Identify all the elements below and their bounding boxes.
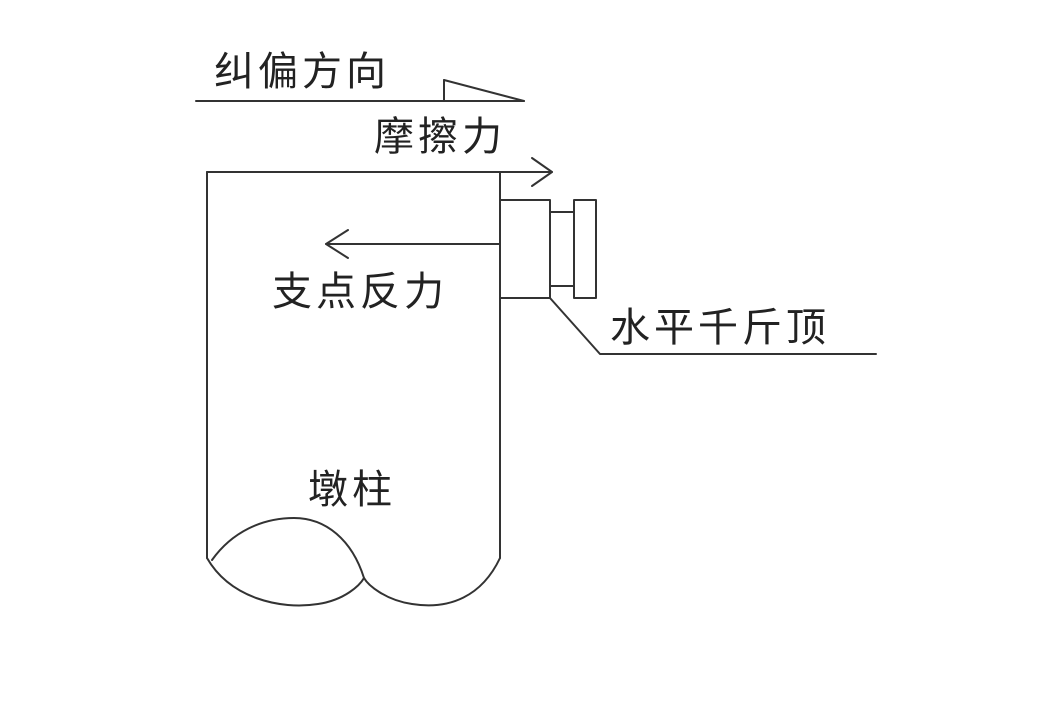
pier-column-label: 墩柱 [308, 467, 396, 513]
horizontal-jack-label: 水平千斤顶 [610, 305, 830, 351]
correction-direction-arrow [195, 79, 525, 102]
support-reaction-arrow [325, 229, 501, 259]
friction-force-label: 摩擦力 [374, 114, 506, 160]
jack-piston [549, 211, 575, 287]
correction-direction-label: 纠偏方向 [214, 49, 390, 95]
pier-column [206, 171, 501, 607]
jack-end-plate [573, 199, 597, 299]
horizontal-jack [499, 199, 597, 299]
pier-break-bottom [206, 557, 501, 607]
friction-force-arrow [499, 157, 553, 187]
support-reaction-label: 支点反力 [272, 269, 448, 315]
pier-break-left-lobe [211, 517, 365, 579]
support-arrow-head [325, 229, 349, 259]
jack-body [499, 199, 551, 299]
friction-arrow-head [531, 157, 553, 187]
correction-arrow-head-slant [443, 79, 525, 102]
jack-leader-line [549, 297, 877, 355]
